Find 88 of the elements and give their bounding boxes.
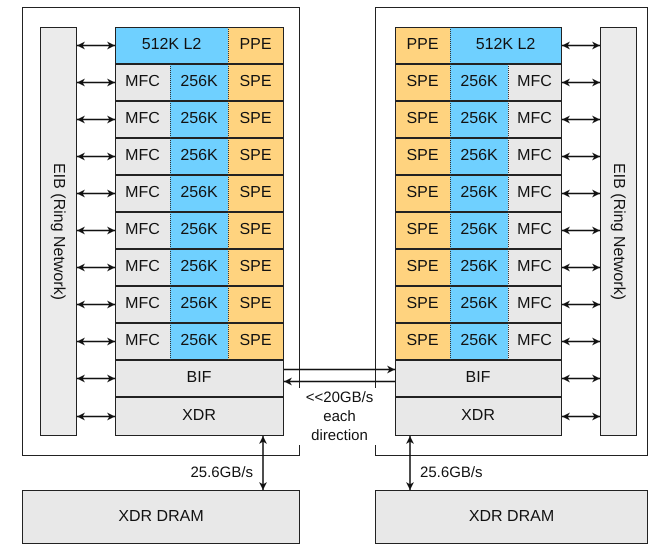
unit-block: MFC xyxy=(114,322,170,360)
interface-block: BIF xyxy=(114,360,284,396)
unit-block: SPE xyxy=(228,322,284,360)
unit-block: 256K xyxy=(170,100,228,138)
unit-block: MFC xyxy=(508,174,562,212)
unit-block: 512K L2 xyxy=(450,26,562,64)
unit-block: 256K xyxy=(170,212,228,248)
memory-box: XDR DRAM xyxy=(375,490,648,544)
unit-block: MFC xyxy=(508,248,562,286)
unit-block: MFC xyxy=(508,138,562,174)
double-arrow xyxy=(562,42,600,50)
double-arrow xyxy=(77,412,115,420)
unit-block: MFC xyxy=(508,64,562,100)
double-arrow xyxy=(77,226,115,234)
double-arrow xyxy=(562,264,600,272)
unit-block: SPE xyxy=(228,64,284,100)
unit-block: 256K xyxy=(450,322,508,360)
double-arrow xyxy=(77,116,115,124)
unit-block: SPE xyxy=(228,286,284,322)
double-arrow xyxy=(77,152,115,160)
unit-block: MFC xyxy=(114,100,170,138)
unit-block: SPE xyxy=(394,322,450,360)
unit-block: SPE xyxy=(228,100,284,138)
unit-block: 256K xyxy=(170,64,228,100)
unit-block: PPE xyxy=(394,26,450,64)
double-arrow xyxy=(562,152,600,160)
unit-block: SPE xyxy=(394,286,450,322)
unit-block: SPE xyxy=(394,64,450,100)
unit-block: 256K xyxy=(170,286,228,322)
double-arrow xyxy=(77,42,115,50)
double-arrow xyxy=(77,78,115,86)
arrow xyxy=(284,378,395,386)
unit-block: SPE xyxy=(394,174,450,212)
double-arrow xyxy=(562,412,600,420)
interface-block: XDR xyxy=(394,396,562,436)
arrow xyxy=(284,366,395,374)
double-arrow xyxy=(562,374,600,382)
chip-outline xyxy=(22,7,300,456)
unit-block: SPE xyxy=(228,174,284,212)
unit-block: 256K xyxy=(450,64,508,100)
double-arrow xyxy=(77,264,115,272)
double-arrow xyxy=(77,190,115,198)
unit-block: 256K xyxy=(450,174,508,212)
unit-block: SPE xyxy=(228,248,284,286)
unit-block: 512K L2 xyxy=(114,26,228,64)
double-arrow xyxy=(406,436,414,490)
unit-block: SPE xyxy=(394,212,450,248)
double-arrow xyxy=(77,338,115,346)
unit-block: SPE xyxy=(394,248,450,286)
double-arrow xyxy=(562,226,600,234)
unit-block: MFC xyxy=(508,212,562,248)
unit-block: MFC xyxy=(508,322,562,360)
chip-outline xyxy=(375,7,648,456)
unit-block: MFC xyxy=(114,286,170,322)
unit-block: MFC xyxy=(114,138,170,174)
unit-block: 256K xyxy=(450,100,508,138)
memory-box: XDR DRAM xyxy=(22,490,300,544)
unit-block: 256K xyxy=(450,248,508,286)
unit-block: 256K xyxy=(450,138,508,174)
unit-block: SPE xyxy=(394,138,450,174)
interface-block: BIF xyxy=(394,360,562,396)
double-arrow xyxy=(77,374,115,382)
ring-bus-bar: EIB (Ring Network) xyxy=(600,26,636,436)
unit-block: SPE xyxy=(228,138,284,174)
unit-block: MFC xyxy=(114,174,170,212)
double-arrow xyxy=(562,300,600,308)
unit-block: MFC xyxy=(508,286,562,322)
unit-block: 256K xyxy=(450,212,508,248)
unit-block: MFC xyxy=(114,212,170,248)
unit-block: 256K xyxy=(170,174,228,212)
double-arrow xyxy=(562,78,600,86)
unit-block: 256K xyxy=(170,248,228,286)
unit-block: MFC xyxy=(508,100,562,138)
double-arrow xyxy=(77,300,115,308)
unit-block: 256K xyxy=(450,286,508,322)
unit-block: 256K xyxy=(170,322,228,360)
double-arrow xyxy=(562,190,600,198)
interface-block: XDR xyxy=(114,396,284,436)
double-arrow xyxy=(259,436,267,490)
double-arrow xyxy=(562,338,600,346)
unit-block: SPE xyxy=(394,100,450,138)
unit-block: MFC xyxy=(114,248,170,286)
unit-block: 256K xyxy=(170,138,228,174)
unit-block: PPE xyxy=(228,26,284,64)
double-arrow xyxy=(562,116,600,124)
ring-bus-bar: EIB (Ring Network) xyxy=(40,26,76,436)
unit-block: SPE xyxy=(228,212,284,248)
unit-block: MFC xyxy=(114,64,170,100)
